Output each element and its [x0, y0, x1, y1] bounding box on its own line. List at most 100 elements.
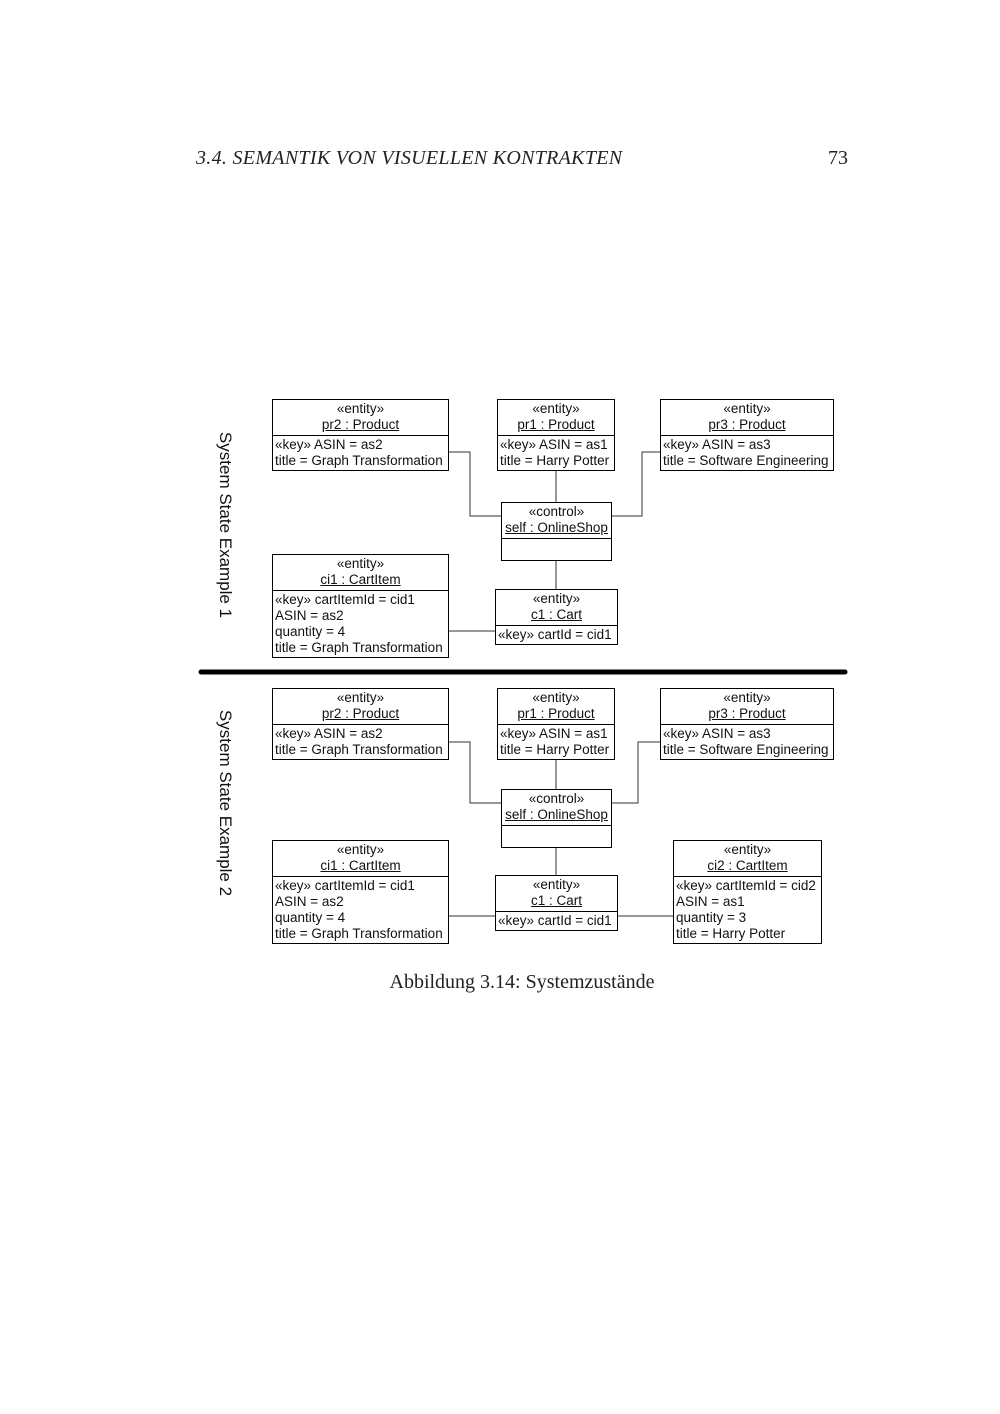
object-name: pr2 : Product — [321, 706, 400, 721]
association-link — [448, 451, 501, 517]
object-attribute: title = Harry Potter — [500, 742, 610, 757]
object-attribute: «key» ASIN = as3 — [663, 726, 771, 741]
object-name: self : OnlineShop — [505, 807, 608, 822]
object-header: «entity»ci1 : CartItem — [273, 841, 448, 877]
object-attributes — [502, 826, 611, 847]
object-attribute: title = Graph Transformation — [275, 640, 443, 655]
object-name: c1 : Cart — [530, 893, 582, 908]
object-box-c1: «entity»c1 : Cart«key» cartId = cid1 — [495, 875, 618, 931]
object-stereotype: «entity» — [532, 591, 581, 606]
object-header: «entity»ci2 : CartItem — [674, 841, 821, 877]
object-stereotype: «entity» — [723, 401, 771, 416]
object-name: pr3 : Product — [708, 706, 786, 721]
object-stereotype: «entity» — [723, 690, 771, 705]
object-attribute: «key» ASIN = as1 — [500, 437, 608, 452]
object-name: ci1 : CartItem — [320, 858, 401, 873]
diagram-label: System State Example 2 — [216, 709, 235, 897]
object-attribute: «key» ASIN = as2 — [275, 726, 383, 741]
object-stereotype: «control» — [528, 791, 585, 806]
object-attribute: title = Graph Transformation — [275, 742, 443, 757]
object-header: «entity»c1 : Cart — [496, 876, 617, 912]
association-link — [611, 741, 660, 804]
object-attribute: «key» cartItemId = cid2 — [676, 878, 816, 893]
object-attribute: «key» cartItemId = cid1 — [275, 592, 415, 607]
object-name: self : OnlineShop — [505, 520, 608, 535]
object-attributes — [502, 539, 611, 560]
object-name: ci1 : CartItem — [320, 572, 401, 587]
object-attributes: «key» cartId = cid1 — [496, 626, 617, 644]
object-name: pr1 : Product — [517, 417, 595, 432]
object-attribute: «key» cartId = cid1 — [498, 913, 612, 928]
object-header: «entity»pr1 : Product — [498, 689, 614, 725]
object-attribute: title = Software Engineering — [663, 453, 829, 468]
object-attribute: title = Harry Potter — [500, 453, 610, 468]
object-stereotype: «entity» — [336, 401, 385, 416]
object-stereotype: «control» — [528, 504, 585, 519]
object-attribute: quantity = 4 — [275, 624, 346, 639]
object-attribute: «key» cartItemId = cid1 — [275, 878, 415, 893]
object-stereotype: «entity» — [532, 877, 581, 892]
object-box-ci1: «entity»ci1 : CartItem«key» cartItemId =… — [272, 840, 449, 944]
object-attribute: ASIN = as1 — [676, 894, 745, 909]
object-attribute: title = Harry Potter — [676, 926, 786, 941]
object-stereotype: «entity» — [723, 842, 772, 857]
object-stereotype: «entity» — [336, 690, 385, 705]
object-stereotype: «entity» — [532, 690, 580, 705]
association-link — [611, 451, 660, 517]
object-header: «entity»c1 : Cart — [496, 590, 617, 626]
object-attribute: «key» ASIN = as2 — [275, 437, 383, 452]
object-header: «entity»pr1 : Product — [498, 400, 614, 436]
object-attribute: title = Graph Transformation — [275, 453, 443, 468]
object-name: pr2 : Product — [321, 417, 400, 432]
object-box-ci2: «entity»ci2 : CartItem«key» cartItemId =… — [673, 840, 822, 944]
object-name: c1 : Cart — [530, 607, 582, 622]
object-attributes: «key» cartId = cid1 — [496, 912, 617, 930]
page-number: 73 — [828, 147, 848, 169]
object-stereotype: «entity» — [336, 556, 385, 571]
object-box-c1: «entity»c1 : Cart«key» cartId = cid1 — [495, 589, 618, 645]
object-header: «control»self : OnlineShop — [502, 790, 611, 826]
object-header: «entity»pr2 : Product — [273, 400, 448, 436]
object-attribute: quantity = 4 — [275, 910, 346, 925]
object-name: pr3 : Product — [708, 417, 786, 432]
object-header: «control»self : OnlineShop — [502, 503, 611, 539]
object-stereotype: «entity» — [532, 401, 580, 416]
object-box-ci1: «entity»ci1 : CartItem«key» cartItemId =… — [272, 554, 449, 658]
association-link — [448, 741, 501, 804]
object-header: «entity»ci1 : CartItem — [273, 555, 448, 591]
object-attribute: «key» ASIN = as3 — [663, 437, 771, 452]
object-attribute: title = Graph Transformation — [275, 926, 443, 941]
object-attribute: title = Software Engineering — [663, 742, 829, 757]
running-header-title: 3.4. SEMANTIK VON VISUELLEN KONTRAKTEN — [196, 147, 623, 169]
object-box-self: «control»self : OnlineShop — [501, 502, 612, 561]
object-attribute: ASIN = as2 — [275, 608, 344, 623]
object-stereotype: «entity» — [336, 842, 385, 857]
object-header: «entity»pr3 : Product — [661, 689, 833, 725]
object-attribute: quantity = 3 — [676, 910, 747, 925]
object-name: pr1 : Product — [517, 706, 595, 721]
object-header: «entity»pr2 : Product — [273, 689, 448, 725]
figure-caption: Abbildung 3.14: Systemzustände — [389, 971, 655, 993]
object-name: ci2 : CartItem — [707, 858, 788, 873]
object-header: «entity»pr3 : Product — [661, 400, 833, 436]
object-attribute: ASIN = as2 — [275, 894, 344, 909]
object-box-self: «control»self : OnlineShop — [501, 789, 612, 848]
object-attribute: «key» cartId = cid1 — [498, 627, 612, 642]
object-attribute: «key» ASIN = as1 — [500, 726, 608, 741]
